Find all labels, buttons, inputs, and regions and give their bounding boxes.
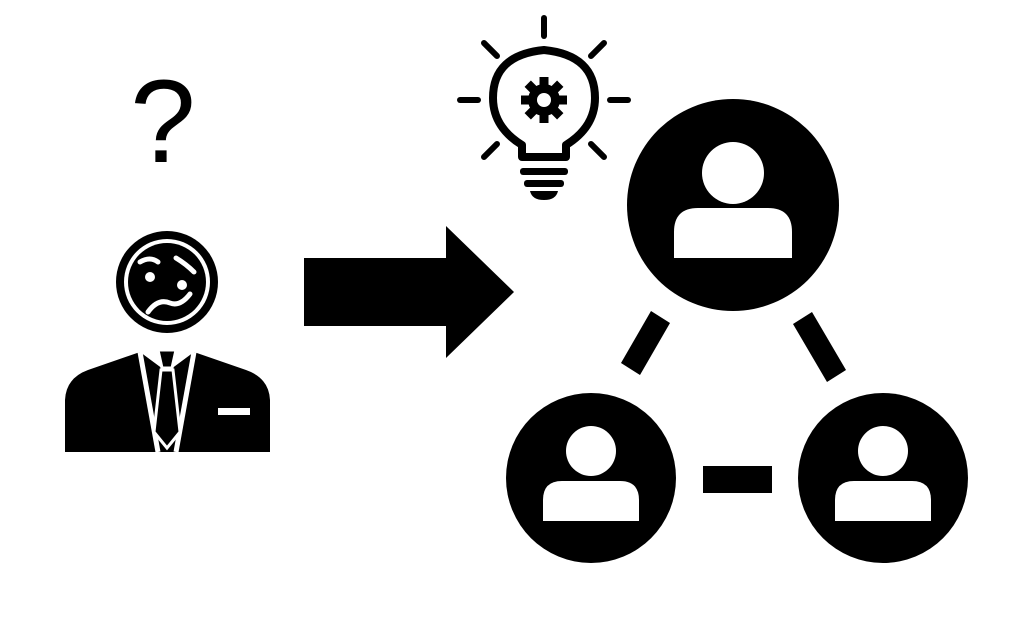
node-circle — [627, 99, 839, 311]
question-mark: ? — [130, 56, 196, 188]
connector-bottom — [703, 466, 772, 493]
ray-top-right — [588, 40, 607, 59]
bulb-base-2 — [524, 180, 564, 187]
right-eyebrow — [173, 255, 197, 275]
ray-bottom-left — [481, 141, 500, 160]
team-network-icon — [506, 99, 968, 563]
network-node-bottom-right — [798, 393, 968, 563]
left-eyebrow — [137, 256, 161, 265]
user-head-icon — [566, 426, 616, 476]
connector-right — [793, 312, 846, 382]
bulb-tip — [530, 191, 558, 200]
right-eye — [177, 280, 187, 290]
lightbulb-gear-icon — [457, 15, 631, 200]
user-head-icon — [858, 426, 908, 476]
left-eye — [145, 272, 155, 282]
right-arrow-icon — [304, 226, 514, 358]
bulb-base-1 — [520, 168, 568, 175]
network-node-top — [627, 99, 839, 311]
node-circle — [506, 393, 676, 563]
user-body-icon — [835, 481, 931, 521]
bulb-outline — [489, 46, 599, 161]
node-circle — [798, 393, 968, 563]
pocket — [218, 408, 250, 415]
ray-bottom-right — [588, 141, 607, 160]
tie — [152, 368, 182, 451]
gear-icon — [521, 77, 567, 123]
user-head-icon — [702, 142, 764, 204]
user-body-icon — [543, 481, 639, 521]
tie-knot — [156, 348, 178, 370]
ray-top-left — [481, 40, 500, 59]
network-node-bottom-left — [506, 393, 676, 563]
worried-mouth — [145, 291, 193, 315]
connector-left — [621, 311, 670, 375]
confused-businessman-icon — [65, 231, 270, 453]
user-body-icon — [674, 208, 792, 258]
face — [128, 243, 206, 321]
